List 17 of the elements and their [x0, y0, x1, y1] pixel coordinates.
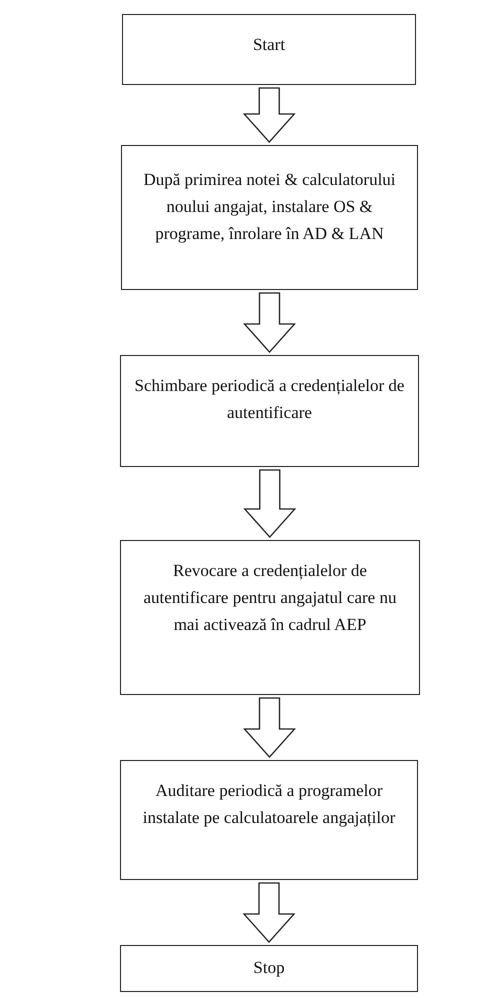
step-text: Stop — [252, 957, 286, 979]
block-arrow — [242, 87, 296, 143]
step-text: După primirea notei & calculatorului noului angajat, instalare OS & programe, înrolare în AD & LAN — [142, 169, 397, 246]
process-box — [121, 145, 418, 290]
block-arrow — [243, 697, 296, 758]
process-box — [120, 945, 418, 992]
process-box — [120, 760, 418, 880]
block-arrow — [242, 882, 296, 943]
block-arrow — [243, 292, 296, 353]
process-box — [120, 540, 420, 695]
process-box — [120, 355, 419, 467]
step-text: Revocare a credențialelor de autentificare pentru angajatul care nu mai activează în cadrul AEP — [142, 560, 398, 636]
block-arrow — [243, 469, 296, 538]
step-text: Schimbare periodică a credențialelor de autentificare — [134, 375, 406, 424]
step-text: Auditare periodică a programelor instalate pe calculatoarele angajaților — [142, 780, 396, 830]
step-text: Start — [252, 34, 286, 56]
process-box — [122, 14, 416, 85]
